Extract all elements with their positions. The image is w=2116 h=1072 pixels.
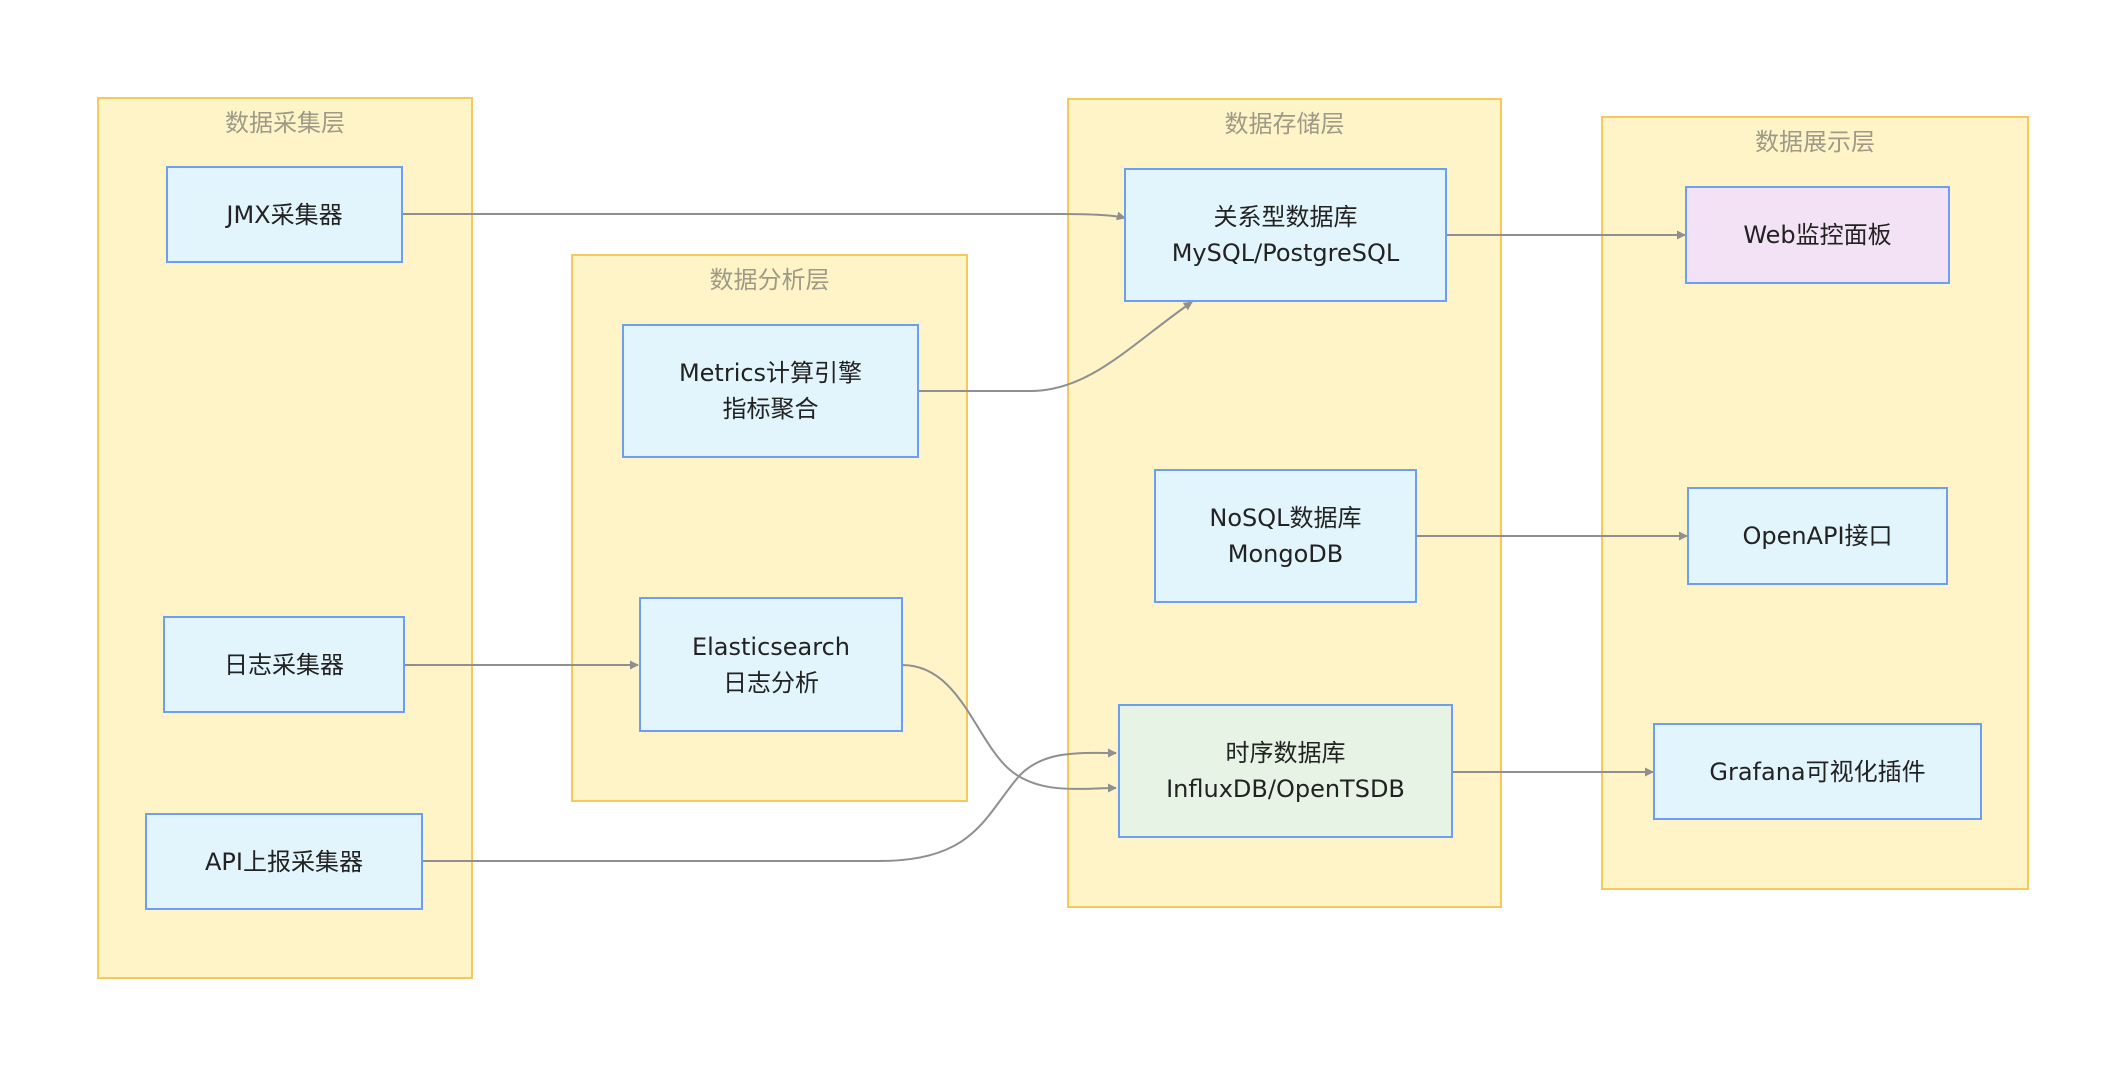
node-elasticsearch[interactable]: Elasticsearch 日志分析 [639, 597, 903, 732]
node-label: API上报采集器 [205, 847, 363, 876]
node-label: Web监控面板 [1743, 221, 1892, 249]
node-web-dashboard[interactable]: Web监控面板 [1685, 186, 1950, 284]
node-api-collector[interactable]: API上报采集器 [145, 813, 423, 910]
node-grafana-plugin[interactable]: Grafana可视化插件 [1653, 723, 1982, 820]
node-label: 时序数据库 [1225, 739, 1346, 767]
node-timeseries-db[interactable]: 时序数据库 InfluxDB/OpenTSDB [1118, 704, 1453, 838]
cluster-title: 数据采集层 [225, 109, 345, 137]
node-label: 关系型数据库 [1213, 203, 1358, 231]
node-metrics-engine[interactable]: Metrics计算引擎 指标聚合 [622, 324, 919, 458]
node-label: JMX采集器 [226, 200, 343, 229]
node-nosql-db[interactable]: NoSQL数据库 MongoDB [1154, 469, 1417, 603]
node-label: NoSQL数据库 [1209, 504, 1362, 532]
node-jmx-collector[interactable]: JMX采集器 [166, 166, 403, 263]
node-label: Elasticsearch [691, 632, 851, 661]
node-openapi[interactable]: OpenAPI接口 [1687, 487, 1948, 585]
node-label: Grafana可视化插件 [1709, 757, 1926, 786]
node-sublabel: MongoDB [1227, 540, 1344, 568]
node-relational-db[interactable]: 关系型数据库 MySQL/PostgreSQL [1124, 168, 1447, 302]
cluster-title: 数据存储层 [1224, 110, 1345, 138]
node-log-collector[interactable]: 日志采集器 [163, 616, 405, 713]
cluster-title: 数据展示层 [1755, 128, 1875, 156]
node-sublabel: InfluxDB/OpenTSDB [1166, 775, 1405, 803]
node-label: OpenAPI接口 [1742, 522, 1893, 550]
node-sublabel: 日志分析 [723, 668, 819, 697]
node-sublabel: 指标聚合 [722, 395, 819, 423]
node-label: 日志采集器 [224, 650, 344, 679]
node-sublabel: MySQL/PostgreSQL [1171, 239, 1400, 267]
node-label: Metrics计算引擎 [678, 359, 863, 387]
cluster-title: 数据分析层 [709, 266, 830, 294]
edge-jmx-rdb [402, 211, 1126, 221]
